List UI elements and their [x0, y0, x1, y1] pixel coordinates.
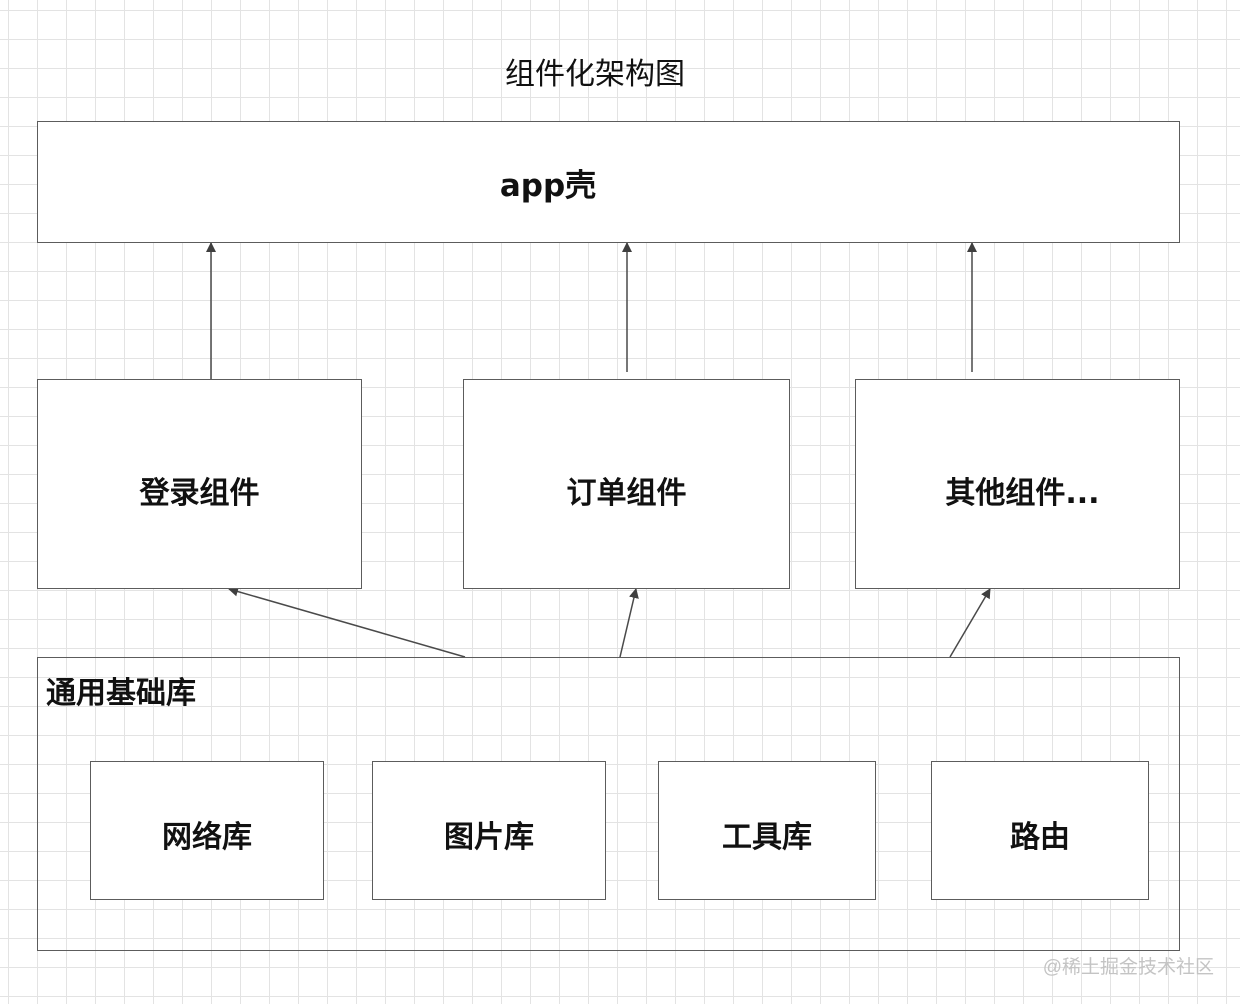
network-library-box: 网络库 — [90, 761, 324, 900]
image-library-box: 图片库 — [372, 761, 606, 900]
router-library-box: 路由 — [931, 761, 1149, 900]
arrow-base-to-other — [949, 588, 991, 658]
base-library-label: 通用基础库 — [46, 676, 196, 711]
arrow-base-to-order — [619, 588, 639, 658]
login-component-label: 登录组件 — [139, 476, 260, 511]
base-library-box: 通用基础库 — [37, 657, 1180, 951]
arrow-base-to-login — [228, 586, 466, 658]
watermark: @稀土掘金技术社区 — [1042, 957, 1214, 978]
image-library-label: 图片库 — [444, 820, 534, 855]
order-component-label: 订单组件 — [566, 476, 687, 511]
app-shell-label: app壳 — [499, 168, 597, 204]
network-library-label: 网络库 — [162, 820, 252, 855]
other-component-label: 其他组件... — [945, 476, 1100, 511]
login-component-box: 登录组件 — [37, 379, 362, 589]
router-library-label: 路由 — [1010, 820, 1070, 855]
tools-library-label: 工具库 — [722, 820, 812, 855]
app-shell-box: app壳 — [37, 121, 1180, 243]
order-component-box: 订单组件 — [463, 379, 790, 589]
diagram-title: 组件化架构图 — [505, 57, 685, 92]
tools-library-box: 工具库 — [658, 761, 876, 900]
other-component-box: 其他组件... — [855, 379, 1180, 589]
